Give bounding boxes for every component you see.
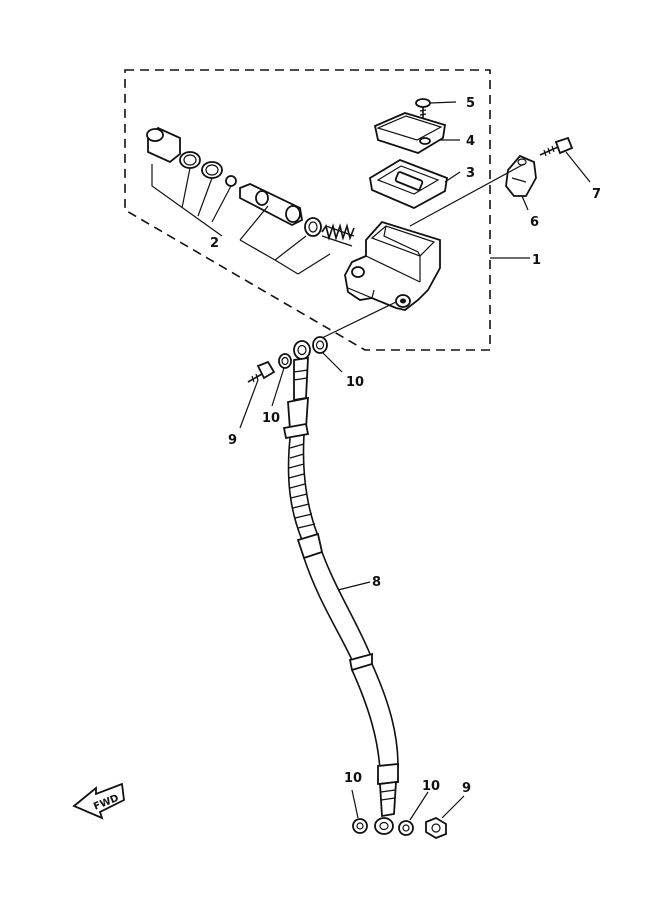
callout-8: 8 [372, 575, 381, 590]
union-bolt-upper [247, 360, 276, 383]
callout-1: 1 [532, 253, 541, 268]
brake-hose [282, 340, 399, 835]
callout-7: 7 [592, 187, 601, 202]
gasket-lower-b [398, 820, 414, 836]
callout-2: 2 [210, 236, 219, 251]
callout-10-lower-a: 10 [344, 771, 362, 786]
diaphragm [369, 159, 448, 209]
callout-4: 4 [466, 134, 475, 149]
master-cylinder-body [344, 220, 441, 311]
union-bolt-lower [425, 816, 447, 840]
reservoir-cap [373, 112, 447, 154]
callout-10-upper-a: 10 [262, 411, 280, 426]
holder [505, 154, 537, 197]
callout-9-lower: 9 [462, 781, 471, 796]
fwd-arrow: FWD [72, 782, 125, 820]
piston-kit [146, 126, 355, 247]
callout-3: 3 [466, 166, 475, 181]
assembly-boundary [124, 69, 491, 351]
gasket-upper-b [312, 336, 328, 354]
callout-10-upper-b: 10 [346, 375, 364, 390]
holder-bolt [539, 136, 574, 157]
callout-6: 6 [530, 215, 539, 230]
gasket-lower-a [352, 818, 368, 834]
kit-leader-lines [151, 164, 331, 275]
callout-leaders [239, 101, 591, 821]
callout-5: 5 [466, 96, 475, 111]
callout-10-lower-b: 10 [422, 779, 440, 794]
gasket-upper-a [278, 353, 292, 369]
callout-9-upper: 9 [228, 433, 237, 448]
